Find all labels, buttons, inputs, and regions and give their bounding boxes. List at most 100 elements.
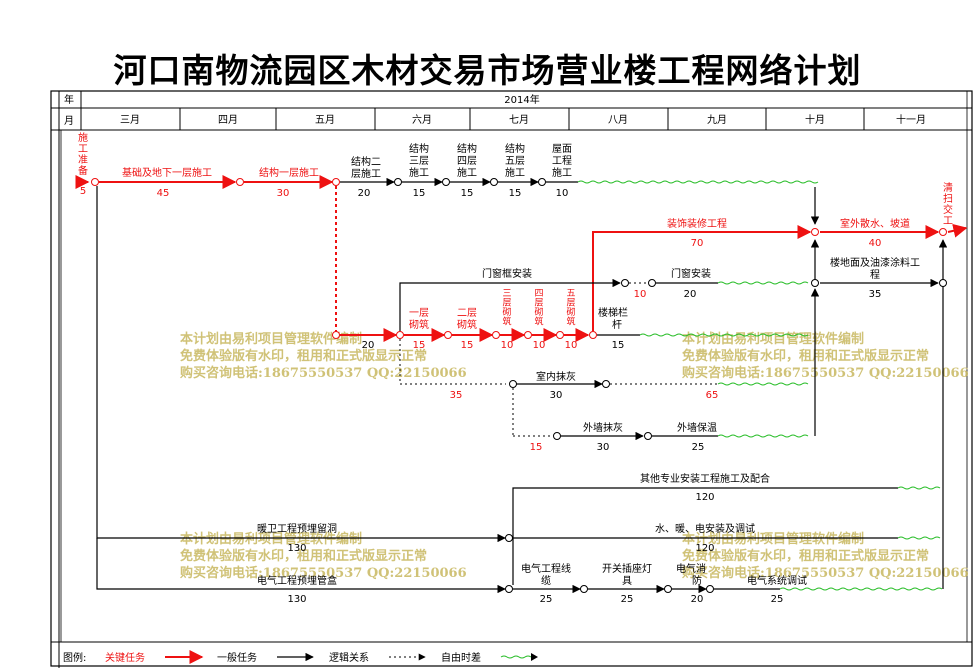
- task-name-line: 层施工: [351, 167, 381, 180]
- task-duration: 45: [157, 188, 170, 199]
- task-duration: 10: [556, 188, 569, 199]
- task-name-char: 交: [943, 203, 953, 216]
- task-duration: 30: [597, 442, 610, 453]
- activity-arrow: [96, 538, 506, 594]
- task-duration: 15: [461, 340, 474, 351]
- event-node: [556, 331, 564, 339]
- float-line: [897, 486, 941, 490]
- event-node: [236, 178, 244, 186]
- task-duration: 25: [692, 442, 705, 453]
- task-name: 水、暖、电安装及调试: [655, 522, 755, 535]
- watermark: 本计划由易利项目管理软件编制 免费体验版有水印，租用和正式版显示正常 购买咨询电…: [180, 331, 969, 581]
- legend-float-arrow: [531, 653, 538, 661]
- month-label: 三月: [120, 114, 140, 126]
- watermark-line: 购买咨询电话:18675550537 QQ:22150066: [180, 565, 467, 581]
- watermark-line: 购买咨询电话:18675550537 QQ:22150066: [682, 365, 969, 381]
- task-name-char: 砌: [566, 307, 575, 318]
- legend-title: 图例:: [63, 651, 86, 664]
- task-name-line: 施工: [505, 166, 525, 179]
- task-duration: 25: [771, 594, 784, 605]
- task-name: 防: [692, 574, 702, 587]
- event-node: [332, 331, 340, 339]
- event-node: [811, 279, 819, 287]
- task-duration: 10: [533, 340, 546, 351]
- watermark-line: 免费体验版有水印，租用和正式版显示正常: [180, 548, 427, 564]
- legend-normal-label: 一般任务: [217, 651, 257, 664]
- activity-arrow: [399, 278, 621, 331]
- watermark-line: 免费体验版有水印，租用和正式版显示正常: [682, 548, 929, 564]
- task-duration: 130: [287, 594, 306, 605]
- task-name-char: 砌: [534, 307, 543, 318]
- task-name: 开关插座灯: [602, 562, 652, 575]
- task-name: 室外散水、坡道: [840, 217, 910, 230]
- month-label: 五月: [315, 114, 335, 126]
- task-name-char: 筑: [566, 316, 575, 328]
- event-node: [602, 380, 610, 388]
- task-name-line: 四层: [457, 155, 477, 167]
- task-name-line: 结构二: [351, 155, 381, 168]
- event-node: [664, 585, 672, 593]
- event-node: [505, 534, 513, 542]
- event-node: [332, 178, 340, 186]
- task-name-char: 四: [534, 289, 543, 299]
- task-duration: 120: [695, 543, 714, 554]
- float-line: [779, 587, 943, 591]
- watermark-line: 本计划由易利项目管理软件编制: [682, 331, 864, 347]
- event-node: [706, 585, 714, 593]
- task-name: 结构一层施工: [259, 166, 319, 179]
- event-node: [939, 228, 947, 236]
- month-label: 四月: [218, 114, 238, 126]
- float-line: [717, 382, 809, 386]
- activity-arrow: [592, 225, 812, 331]
- task-name: 其他专业安装工程施工及配合: [640, 472, 770, 485]
- event-node: [492, 331, 500, 339]
- task-name-char: 清: [943, 181, 953, 194]
- task-name-line: 一层: [409, 307, 429, 319]
- event-node: [580, 585, 588, 593]
- activity-arrow: [512, 487, 898, 585]
- month-label: 九月: [707, 114, 727, 126]
- task-name-line: 砌筑: [409, 318, 429, 331]
- watermark-line: 免费体验版有水印，租用和正式版显示正常: [682, 348, 929, 364]
- task-name-char: 三: [502, 289, 511, 299]
- task-name-line: 五层: [505, 155, 525, 167]
- task-name-char: 层: [566, 298, 575, 309]
- legend-critical-label: 关键任务: [105, 651, 145, 664]
- event-node: [524, 331, 532, 339]
- task-duration: 20: [362, 340, 375, 351]
- task-name-line: 施工: [409, 166, 429, 179]
- float-line: [717, 434, 809, 438]
- event-node: [490, 178, 498, 186]
- task-duration: 15: [413, 340, 426, 351]
- task-name-char: 砌: [502, 307, 511, 318]
- event-node: [509, 380, 517, 388]
- task-name-line: 二层: [457, 307, 477, 319]
- lag-value: 35: [450, 390, 463, 401]
- float-line: [577, 180, 819, 184]
- task-name-char: 施: [78, 131, 88, 144]
- task-name: 楼梯栏: [598, 306, 628, 319]
- task-duration: 15: [461, 188, 474, 199]
- float-line: [897, 536, 941, 540]
- task-duration: 30: [550, 390, 563, 401]
- event-node: [589, 331, 597, 339]
- lag-value: 65: [706, 390, 719, 401]
- task-name: 门窗框安装: [482, 267, 532, 280]
- task-name: 基础及地下一层施工: [122, 166, 212, 179]
- task-name-line: 结构: [505, 142, 525, 155]
- event-node: [396, 331, 404, 339]
- task-name: 外墙抹灰: [583, 421, 623, 434]
- task-name-line: 三层: [409, 155, 429, 167]
- month-label: 十月: [805, 113, 825, 126]
- event-node: [553, 432, 561, 440]
- event-node: [444, 331, 452, 339]
- task-name: 楼地面及油漆涂料工: [830, 256, 920, 269]
- task-name: 缆: [541, 574, 551, 587]
- event-node: [505, 585, 513, 593]
- task-name: 电气消: [676, 562, 706, 575]
- month-label: 七月: [509, 114, 529, 126]
- task-duration: 70: [691, 238, 704, 249]
